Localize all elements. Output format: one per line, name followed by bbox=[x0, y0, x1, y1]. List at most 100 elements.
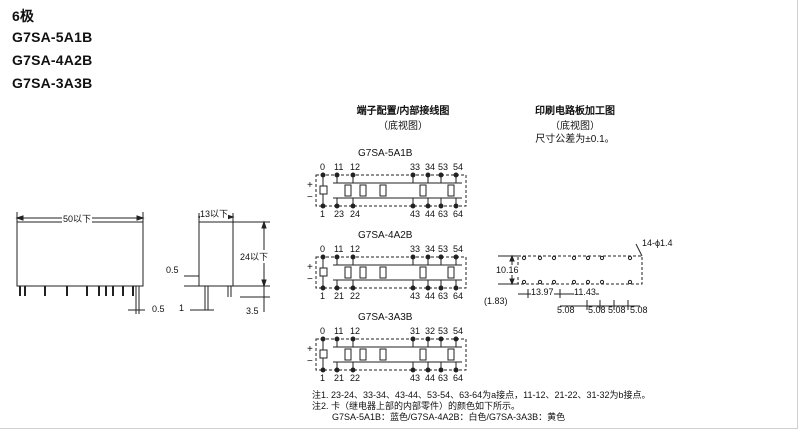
relay-side-body bbox=[198, 221, 234, 287]
terminal-bottom-label-2-5: 63 bbox=[438, 373, 449, 383]
terminal-top-label-1-3: 33 bbox=[410, 244, 421, 254]
pcb-dim-508b: 5.08 bbox=[588, 305, 606, 315]
note-2: 注2. 卡（继电器上部的内部零件）的颜色如下所示。 bbox=[312, 401, 521, 411]
contact-block-0-4 bbox=[447, 184, 455, 197]
terminal-top-label-1-2: 12 bbox=[350, 244, 361, 254]
pcb-dim-508d: 5.08 bbox=[630, 305, 648, 315]
poles-title: 6极 bbox=[12, 8, 35, 24]
contact-block-1-3 bbox=[419, 266, 427, 279]
dim-05-side: 0.5 bbox=[166, 265, 179, 275]
terminal-bottom-label-1-4: 44 bbox=[425, 291, 436, 301]
terminal-bottom-label-0-3: 43 bbox=[410, 209, 421, 219]
contact-block-0-2 bbox=[379, 184, 387, 197]
terminal-top-label-0-4: 34 bbox=[425, 162, 436, 172]
contact-block-1-2 bbox=[379, 266, 387, 279]
terminal-bottom-label-0-0: 1 bbox=[320, 209, 326, 219]
diagram-name-2: G7SA-3A3B bbox=[358, 312, 413, 323]
terminal-bottom-label-1-3: 43 bbox=[410, 291, 421, 301]
terminal-bottom-label-2-1: 21 bbox=[334, 373, 345, 383]
terminal-top-label-1-5: 53 bbox=[438, 244, 449, 254]
pcb-outline bbox=[517, 255, 643, 285]
terminal-bottom-label-2-2: 22 bbox=[350, 373, 361, 383]
note-3: G7SA-5A1B：蓝色/G7SA-4A2B：白色/G7SA-3A3B：黄色 bbox=[332, 412, 566, 422]
terminal-top-label-1-6: 54 bbox=[453, 244, 464, 254]
plus-sign-1: + bbox=[307, 262, 313, 273]
pcb-dim-183: (1.83) bbox=[484, 296, 508, 306]
pcb-dim-508a: 5.08 bbox=[557, 305, 575, 315]
diagram-outline-1 bbox=[315, 256, 467, 289]
pcb-dim-1397: 13.97 bbox=[531, 287, 554, 297]
front-pins bbox=[19, 286, 134, 296]
pcb-subtitle: （底视图） bbox=[550, 121, 600, 132]
terminal-top-label-2-1: 11 bbox=[334, 326, 344, 336]
contact-block-2-2 bbox=[379, 348, 387, 361]
terminal-top-label-0-3: 33 bbox=[410, 162, 421, 172]
terminal-top-label-0-2: 12 bbox=[350, 162, 361, 172]
diagram-name-1: G7SA-4A2B bbox=[358, 230, 413, 241]
terminal-top-label-0-1: 11 bbox=[334, 162, 344, 172]
contact-block-1-1 bbox=[359, 266, 367, 279]
plus-sign-2: + bbox=[307, 344, 313, 355]
dim-35: 3.5 bbox=[246, 306, 259, 316]
contact-block-2-3 bbox=[419, 348, 427, 361]
pcb-dim-508c: 5.08 bbox=[608, 305, 626, 315]
contact-block-1-0 bbox=[344, 266, 352, 279]
contact-block-2-1 bbox=[359, 348, 367, 361]
terminal-top-label-2-5: 53 bbox=[438, 326, 449, 336]
terminal-bottom-label-1-0: 1 bbox=[320, 291, 326, 301]
terminal-bottom-label-0-4: 44 bbox=[425, 209, 436, 219]
plus-sign-0: + bbox=[307, 180, 313, 191]
diagram-outline-2 bbox=[315, 338, 467, 371]
terminal-bottom-label-2-4: 44 bbox=[425, 373, 436, 383]
terminal-bottom-label-1-5: 63 bbox=[438, 291, 449, 301]
terminal-bottom-label-1-1: 21 bbox=[334, 291, 345, 301]
contact-block-0-0 bbox=[344, 184, 352, 197]
diagram-name-0: G7SA-5A1B bbox=[358, 148, 413, 159]
terminal-subtitle: （底视图） bbox=[378, 121, 428, 132]
terminal-bottom-label-2-6: 64 bbox=[453, 373, 464, 383]
terminal-bottom-label-2-0: 1 bbox=[320, 373, 326, 383]
dim-1: 1 bbox=[179, 303, 185, 313]
terminal-top-label-0-6: 54 bbox=[453, 162, 464, 172]
terminal-bottom-label-1-2: 22 bbox=[350, 291, 361, 301]
pcb-dim-1016: 10.16 bbox=[496, 265, 519, 275]
minus-sign-0: − bbox=[307, 192, 313, 203]
terminal-top-label-2-0: 0 bbox=[320, 326, 326, 336]
contact-block-0-3 bbox=[419, 184, 427, 197]
contact-block-2-4 bbox=[447, 348, 455, 361]
terminal-top-label-1-4: 34 bbox=[425, 244, 436, 254]
terminal-title: 端子配置/内部接线图 bbox=[356, 106, 450, 117]
pcb-title: 印刷电路板加工图 bbox=[535, 106, 615, 117]
terminal-top-label-1-1: 11 bbox=[334, 244, 344, 254]
pcb-holes bbox=[521, 255, 633, 285]
terminal-top-label-2-3: 31 bbox=[410, 326, 421, 336]
terminal-bottom-label-2-3: 43 bbox=[410, 373, 421, 383]
terminal-bottom-label-0-5: 63 bbox=[438, 209, 449, 219]
note-1: 注1. 23-24、33-34、43-44、53-54、63-64为a接点，11… bbox=[312, 390, 651, 400]
dim-width: 13以下 bbox=[200, 207, 229, 220]
model-title-5a1b: G7SA-5A1B bbox=[12, 29, 93, 45]
pcb-tolerance: 尺寸公差为±0.1。 bbox=[535, 134, 615, 145]
terminal-top-label-2-4: 32 bbox=[425, 326, 436, 336]
terminal-top-label-0-0: 0 bbox=[320, 162, 326, 172]
terminal-top-label-0-5: 53 bbox=[438, 162, 449, 172]
contact-block-1-4 bbox=[447, 266, 455, 279]
terminal-bottom-label-0-6: 64 bbox=[453, 209, 464, 219]
terminal-bottom-label-0-2: 24 bbox=[350, 209, 361, 219]
terminal-top-label-1-0: 0 bbox=[320, 244, 326, 254]
dim-length: 50以下 bbox=[62, 212, 93, 225]
model-title-4a2b: G7SA-4A2B bbox=[12, 52, 93, 68]
minus-sign-1: − bbox=[307, 274, 313, 285]
model-title-3a3b: G7SA-3A3B bbox=[12, 75, 93, 91]
terminal-bottom-label-0-1: 23 bbox=[334, 209, 345, 219]
dim-05-front: 0.5 bbox=[152, 304, 165, 314]
dim-height: 24以下 bbox=[240, 250, 269, 263]
contact-block-0-1 bbox=[359, 184, 367, 197]
pcb-dim-1143: 11.43 bbox=[574, 287, 596, 297]
terminal-top-label-2-6: 54 bbox=[453, 326, 464, 336]
minus-sign-2: − bbox=[307, 356, 313, 367]
terminal-bottom-label-1-6: 64 bbox=[453, 291, 464, 301]
